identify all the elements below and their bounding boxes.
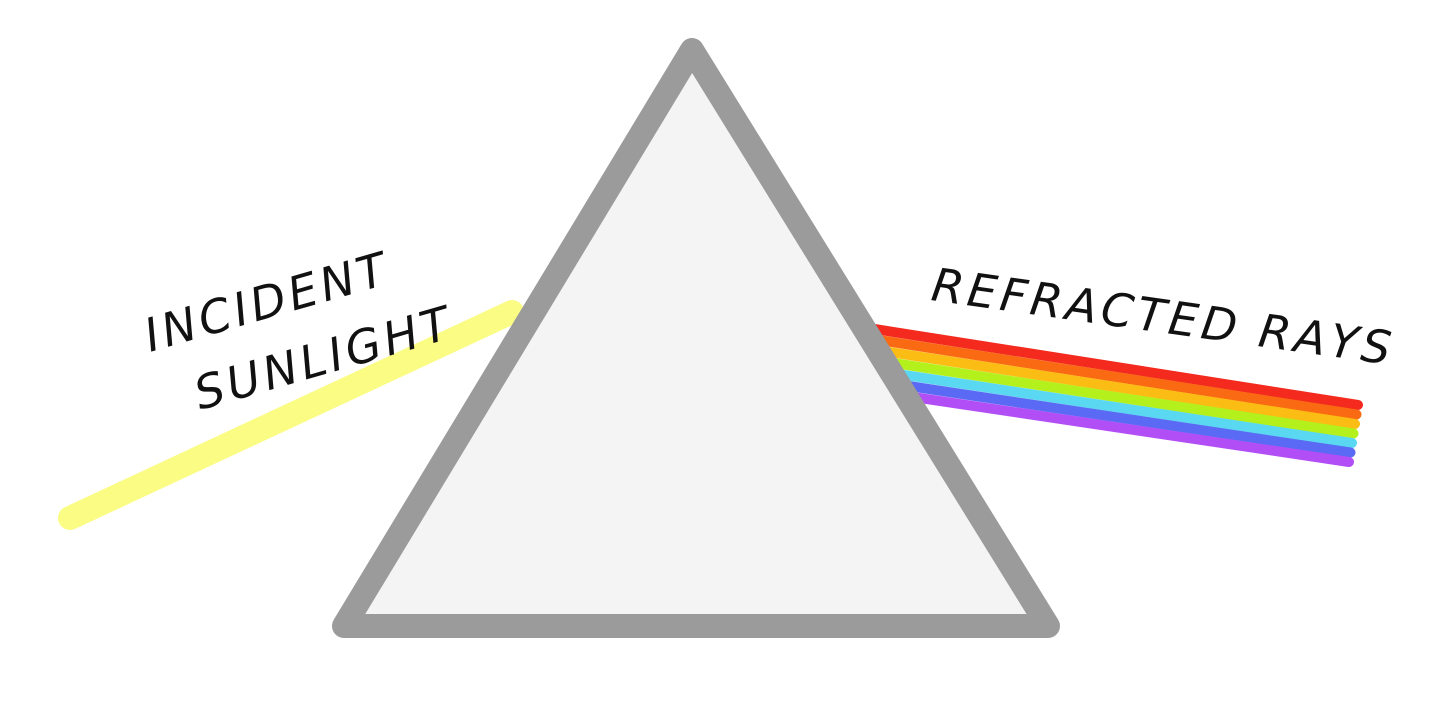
refracted-ray-5: [853, 363, 1357, 448]
refracted-ray-7: [867, 386, 1354, 467]
prism: [332, 38, 1060, 638]
refracted-ray-2: [832, 328, 1362, 420]
refracted-rays: [825, 317, 1363, 467]
refracted-ray-3: [839, 340, 1360, 429]
refracted-ray-4: [846, 351, 1359, 439]
refracted-ray-6: [860, 374, 1356, 458]
incident-sunlight-beam: [58, 300, 524, 530]
refracted-ray-1: [825, 317, 1363, 410]
